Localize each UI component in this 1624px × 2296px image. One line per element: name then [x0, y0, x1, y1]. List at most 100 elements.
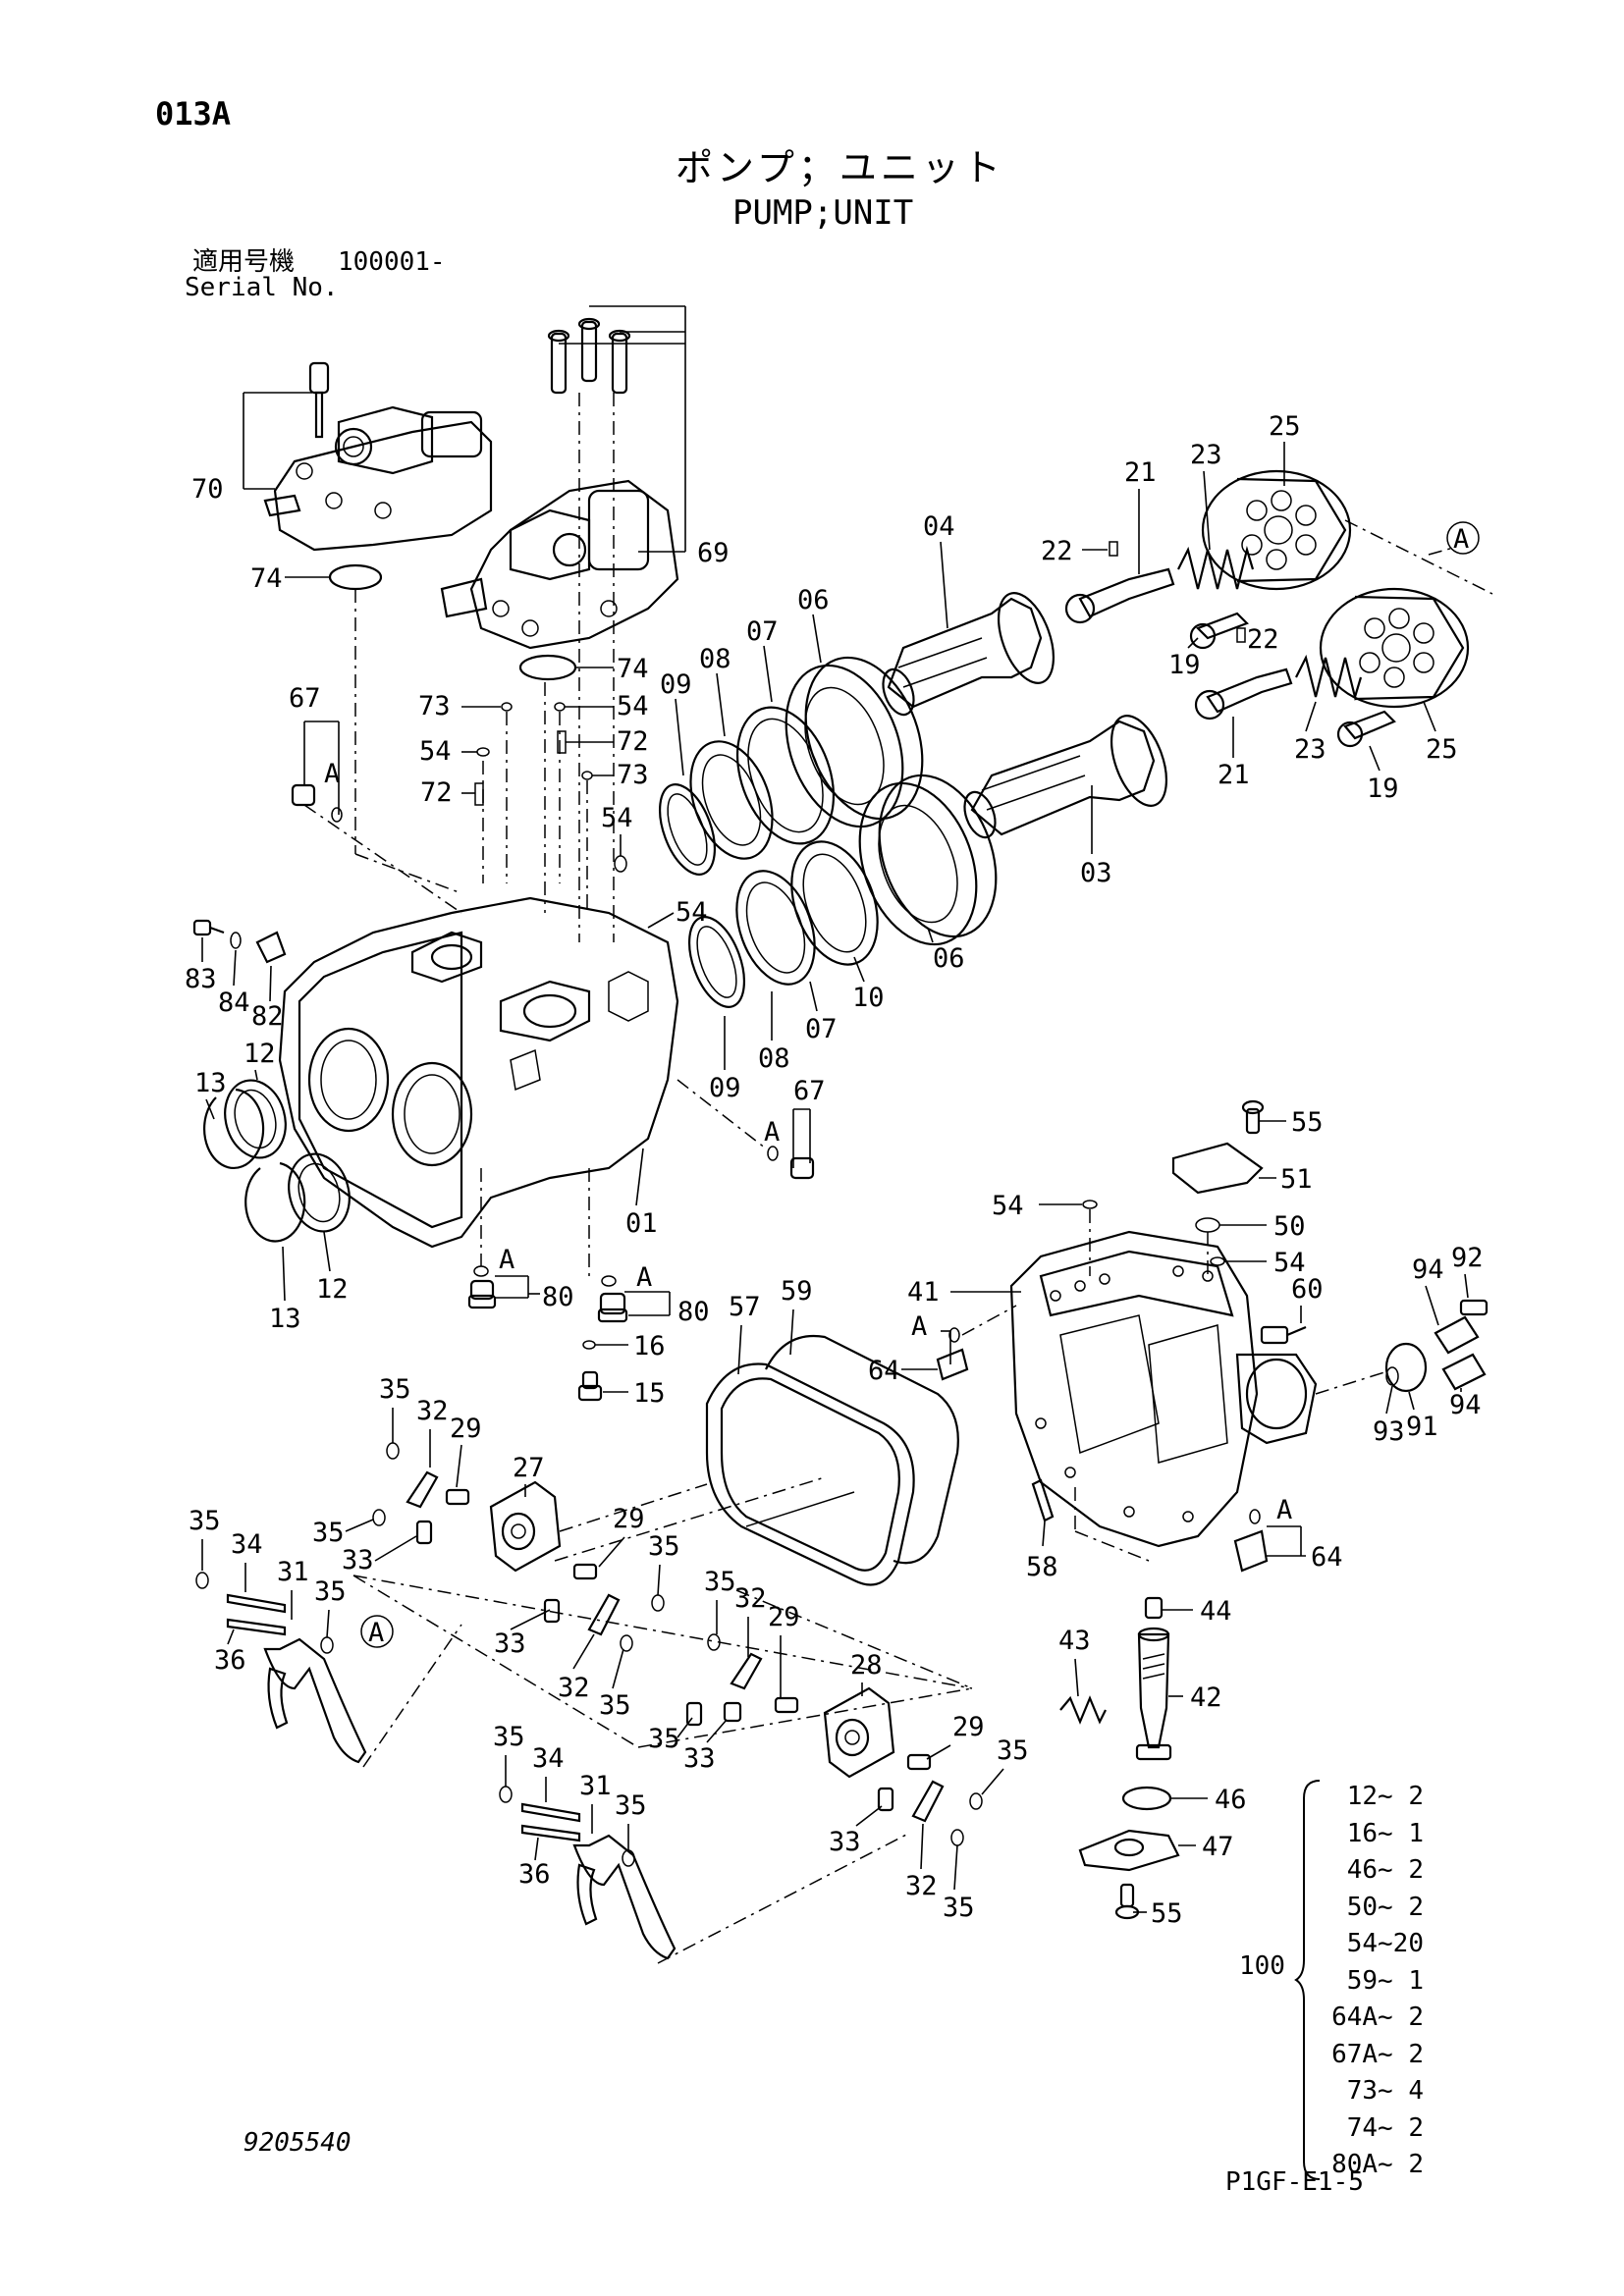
callout-A-circle-lower: A [368, 1618, 384, 1648]
callout-54-f: 54 [1273, 1248, 1306, 1278]
callout-94-b: 94 [1449, 1390, 1482, 1420]
drive-shaft-04: 04 [882, 511, 1055, 717]
serial-number-range: 100001- [338, 247, 446, 277]
housing-bolts-83-84-82: 83 84 82 [185, 919, 287, 1032]
callout-33-d: 33 [829, 1827, 861, 1857]
kit-item: 67A~ 2 [1331, 2039, 1424, 2069]
kit-item: 59~ 1 [1346, 1965, 1424, 1996]
callout-leader-69: 69 [559, 305, 730, 568]
callout-54-a: 54 [419, 736, 452, 767]
callout-50: 50 [1273, 1211, 1306, 1242]
callout-29-c: 29 [768, 1602, 800, 1632]
callout-35-l: 35 [615, 1790, 647, 1821]
callout-51: 51 [1280, 1164, 1313, 1195]
cylinder-block-upper: 25 [1201, 411, 1352, 591]
callout-23-b: 23 [1294, 734, 1326, 765]
callout-55-a: 55 [1291, 1107, 1324, 1138]
callout-94-a: 94 [1412, 1255, 1444, 1285]
callout-64-a: 64 [868, 1356, 900, 1386]
callout-01: 01 [625, 1208, 658, 1239]
callout-33-a: 33 [342, 1545, 374, 1575]
callout-21-b: 21 [1218, 760, 1250, 790]
callout-32-b: 32 [558, 1673, 590, 1703]
callout-74-left: 74 [250, 563, 283, 594]
callout-29-b: 29 [613, 1504, 645, 1534]
callout-67-a: 67 [289, 683, 321, 714]
pump-housing-01: 01 [278, 896, 679, 1249]
callout-A-circle-upper: A [1453, 524, 1469, 555]
callout-12-b: 12 [316, 1274, 349, 1305]
kit-item: 46~ 2 [1346, 1855, 1424, 1885]
fork-lever-31-lower: 35 34 31 35 36 [493, 1722, 677, 1960]
callout-A-c: A [499, 1245, 514, 1275]
callout-09-a: 09 [660, 669, 692, 700]
callout-08-a: 08 [699, 644, 731, 674]
page-title-english: PUMP;UNIT [732, 193, 914, 233]
plug-67-bottom: 67 A [677, 1076, 826, 1180]
callout-35-i: 35 [997, 1735, 1029, 1766]
callout-44: 44 [1200, 1596, 1232, 1627]
view-marker-A-upper: A [1344, 519, 1493, 595]
servo-callouts: 35 32 29 35 33 35 34 31 35 36 A 29 35 33… [189, 1374, 1029, 1923]
bracket-91-94: 94 92 93 91 94 [1315, 1243, 1489, 1447]
callout-73-a: 73 [418, 691, 451, 721]
callout-67-b: 67 [793, 1076, 826, 1106]
callout-72-a: 72 [420, 777, 453, 808]
callout-08-b: 08 [758, 1043, 790, 1074]
callout-35-j: 35 [943, 1893, 975, 1923]
callout-A-f: A [1276, 1495, 1292, 1525]
callout-06-a: 06 [797, 585, 830, 615]
callout-25-a: 25 [1269, 411, 1301, 442]
callout-35-k: 35 [493, 1722, 525, 1752]
callout-35-f: 35 [599, 1690, 631, 1721]
callout-64-b: 64 [1311, 1542, 1343, 1573]
callout-35-h: 35 [648, 1724, 680, 1754]
callout-28: 28 [850, 1650, 883, 1681]
serial-label-japanese: 適用号機 [192, 247, 296, 277]
kit-item: 64A~ 2 [1331, 2002, 1424, 2032]
callout-41: 41 [907, 1277, 940, 1308]
plug-67-top: 67 A [289, 683, 462, 914]
callout-31-a: 31 [277, 1557, 309, 1587]
callout-13-a: 13 [194, 1068, 227, 1098]
callout-07-b: 07 [805, 1014, 838, 1044]
callout-27: 27 [513, 1453, 545, 1483]
callout-84: 84 [218, 988, 250, 1018]
callout-15: 15 [633, 1378, 666, 1409]
kit-item: 16~ 1 [1346, 1818, 1424, 1848]
springs-and-pistons: 23 23 21 22 22 19 21 19 [1041, 440, 1399, 804]
callout-22-b: 22 [1247, 624, 1279, 655]
callout-22-a: 22 [1041, 536, 1073, 566]
callout-55-b: 55 [1151, 1898, 1183, 1929]
callout-07-a: 07 [746, 616, 779, 647]
kit-item: 12~ 2 [1346, 1782, 1424, 1811]
callout-A-d: A [636, 1262, 652, 1293]
callout-59: 59 [781, 1276, 813, 1307]
callout-16: 16 [633, 1331, 666, 1362]
plugs-80-16-15: A 80 A 80 16 15 [467, 1168, 710, 1409]
callout-42: 42 [1190, 1682, 1222, 1713]
callout-32-a: 32 [416, 1396, 449, 1426]
page-code: 013A [155, 95, 232, 133]
callout-A-b: A [764, 1117, 780, 1148]
small-seals-and-pins: 73 54 72 54 72 73 54 54 [418, 691, 708, 929]
link-levers-and-pins [406, 1470, 945, 1823]
callout-70: 70 [191, 474, 224, 505]
kit-item: 80A~ 2 [1331, 2150, 1424, 2179]
callout-04: 04 [923, 511, 955, 542]
fittings-60-64-58: 60 A 64 58 A 64 [868, 1274, 1343, 1582]
callout-A-a: A [324, 759, 340, 789]
bearing-stack-upper: 09 08 07 06 [659, 585, 924, 876]
callout-06-b: 06 [933, 943, 965, 974]
fork-lever-31-upper [226, 1593, 367, 1764]
callout-leader-70: 70 [191, 392, 312, 505]
callout-93: 93 [1373, 1416, 1405, 1447]
callout-69: 69 [697, 538, 730, 568]
callout-57: 57 [729, 1292, 761, 1322]
callout-35-b: 35 [312, 1518, 345, 1548]
callout-35-e: 35 [648, 1531, 680, 1562]
callout-60: 60 [1291, 1274, 1324, 1305]
callout-80-b: 80 [677, 1297, 710, 1327]
callout-33-b: 33 [494, 1629, 526, 1659]
callout-54-e: 54 [992, 1191, 1024, 1221]
